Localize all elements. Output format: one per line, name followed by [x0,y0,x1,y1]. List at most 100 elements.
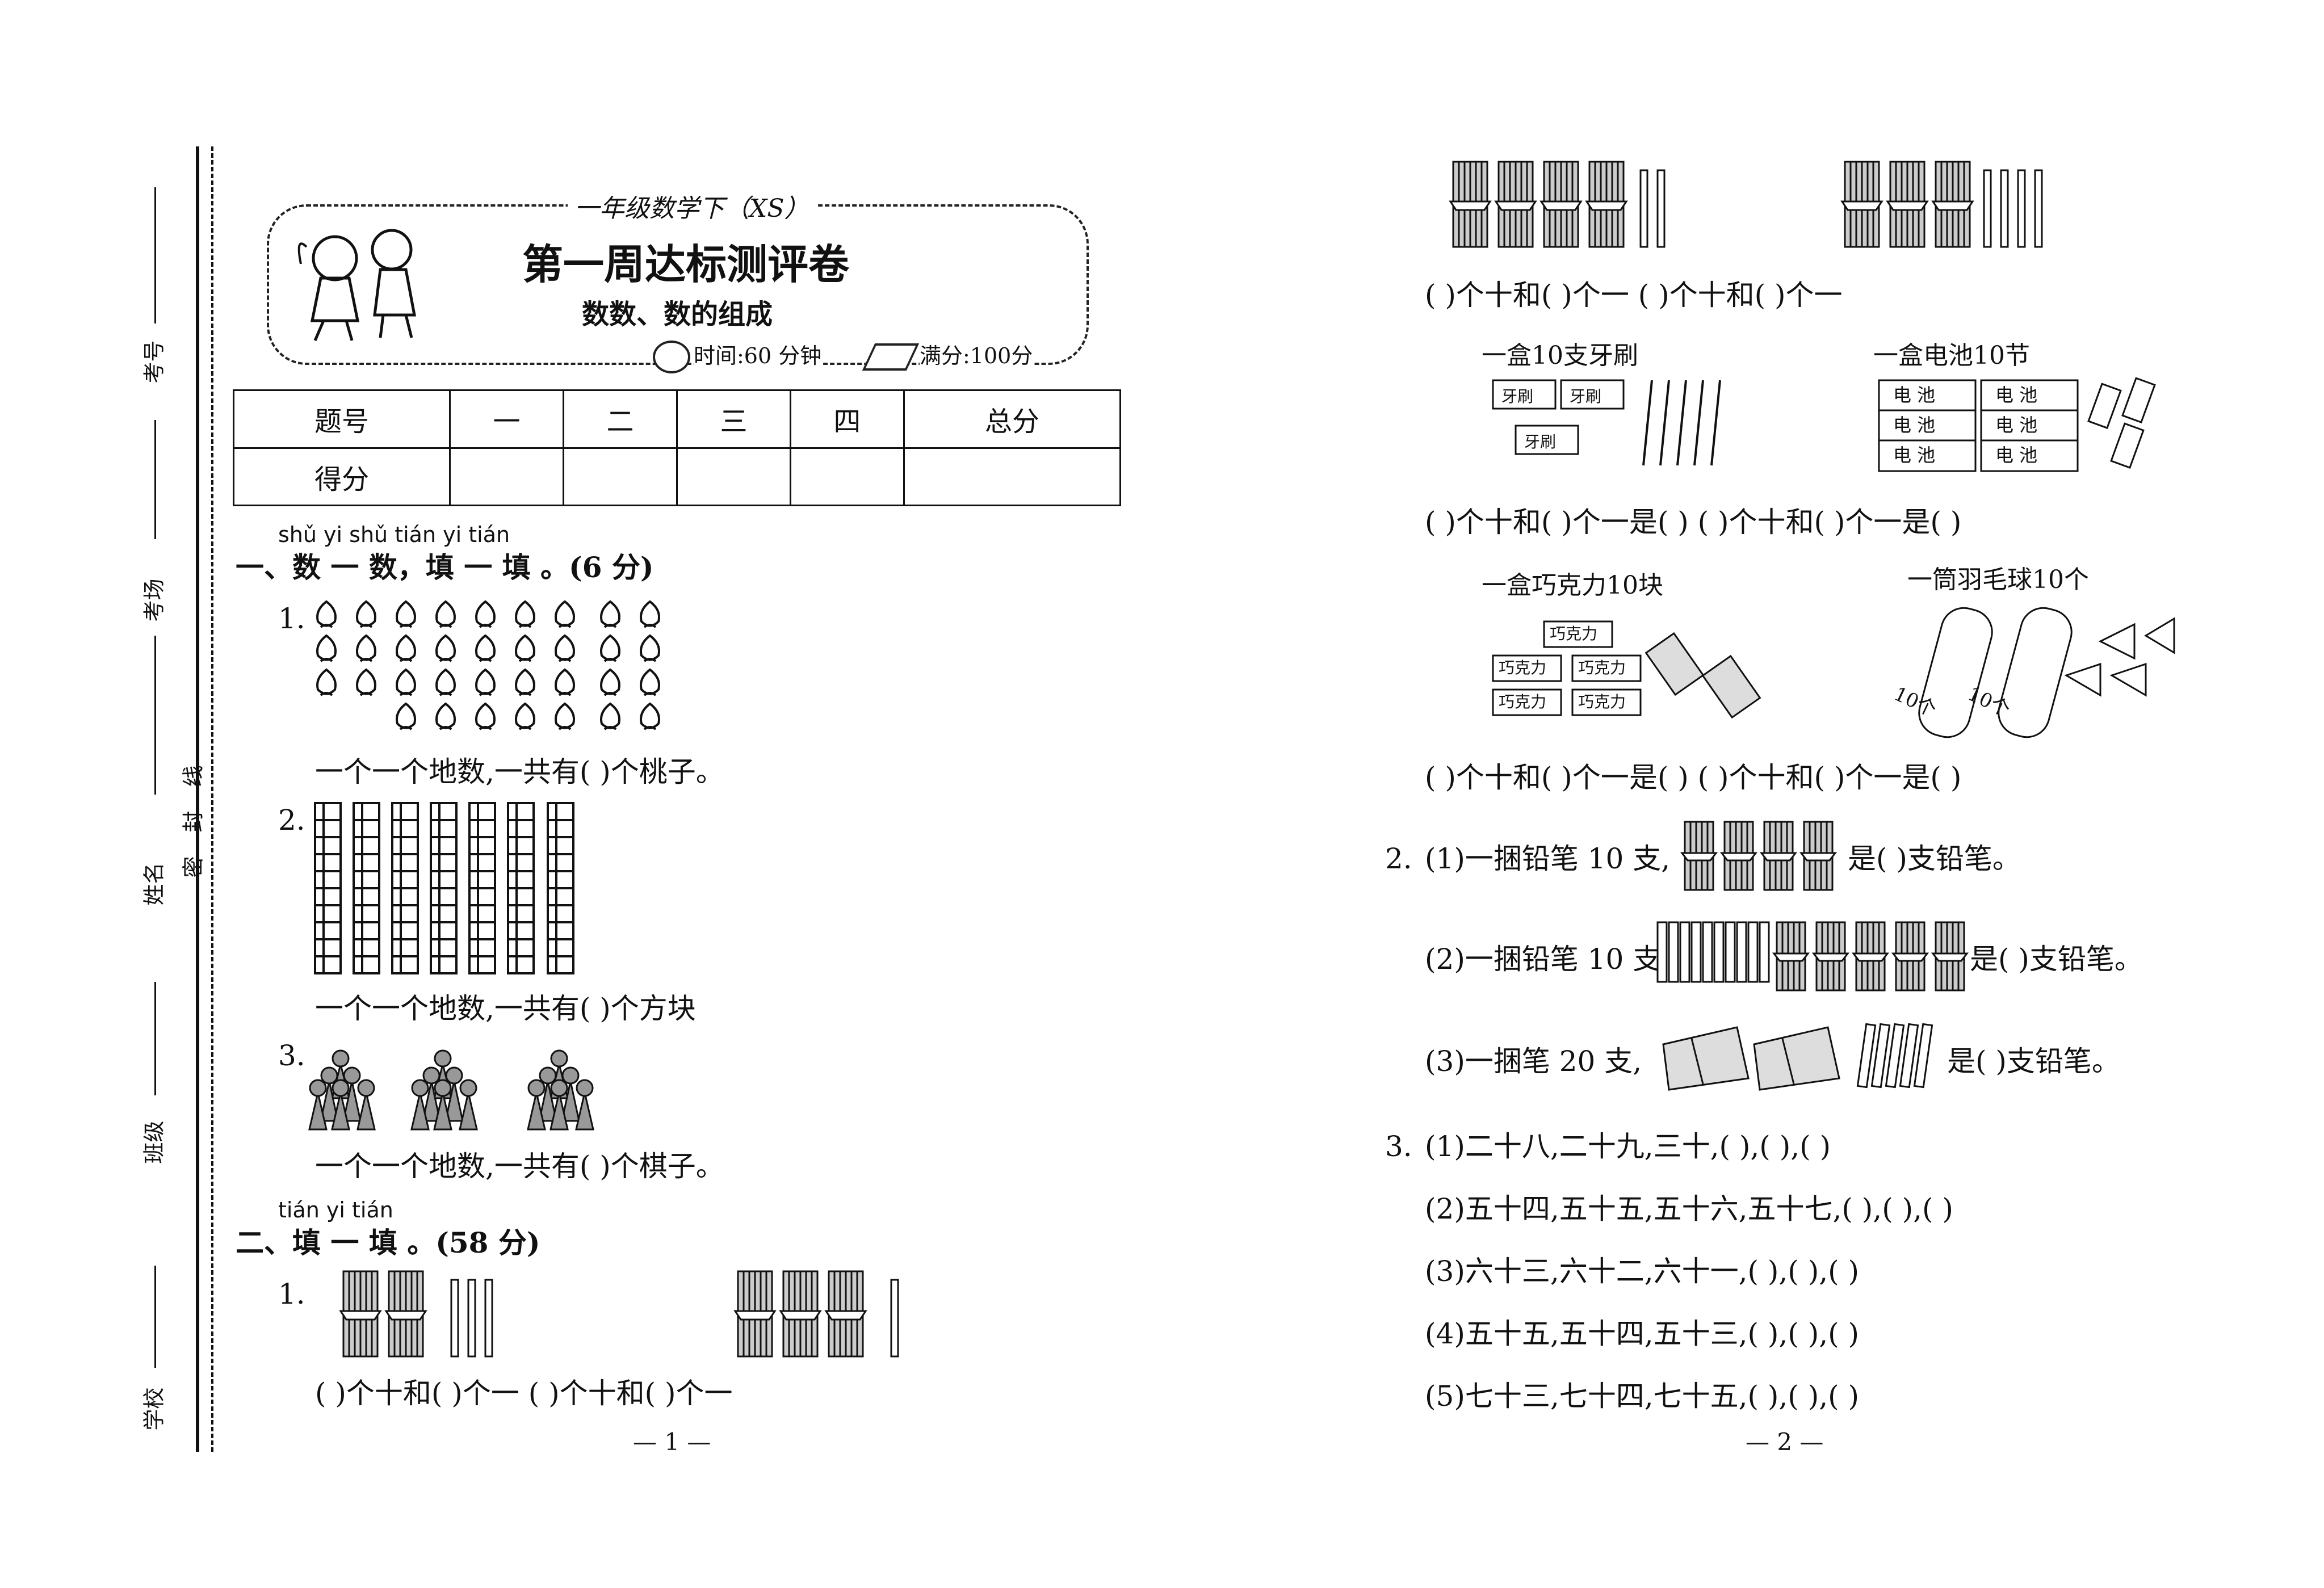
sticks-bundle-icon [1449,161,1666,248]
battery-label: 一盒电池10节 [1873,341,2030,370]
pencil-bundle-icon [1680,821,1836,891]
cube-columns-illustration [314,802,574,974]
page-subtitle: 数数、数的组成 [582,299,773,330]
battery-box-label: 电 池 [1893,384,1936,406]
chocolate-box-label: 巧克力 [1578,692,1626,711]
score-header-cell: 总分 [903,389,1122,449]
battery-box-label: 电 池 [1995,414,2038,436]
section2-q1-row2: ( )个十和( )个一 ( )个十和( )个一 [1425,279,1843,312]
section1-title: 一、数 一 数，填 一 填 。(6 分) [236,551,654,584]
peaches-illustration [316,600,660,730]
q1-number: 1. [278,602,305,635]
score-header-cell: 四 [789,389,905,449]
score-header-cell: 三 [676,389,791,449]
section2-q1-row4: ( )个十和( )个一是( ) ( )个十和( )个一是( ) [1425,761,1962,794]
kids-illustration [297,229,417,341]
q2-part3-text: (3)一捆笔 20 支, [1425,1045,1642,1078]
q2-number: 2. [278,804,305,837]
pencils-loose-icon [1856,1023,1933,1089]
q2-part1-text: (1)一捆铅笔 10 支, [1425,842,1671,875]
xuexiao-label: 学校 [141,1387,167,1431]
score-input-cell[interactable] [676,447,791,506]
section2-q1-row1: ( )个十和( )个一 ( )个十和( )个一 [315,1377,733,1410]
pencils-loose-icon [1656,921,1770,983]
score-input-cell[interactable] [563,447,678,506]
section2-q1-row3: ( )个十和( )个一是( ) ( )个十和( )个一是( ) [1425,506,1962,539]
page-number-2: — 2 — [1746,1428,1824,1456]
toothbrush-boxes-illustration [1492,379,1721,466]
section2-pinyin: tián yi tián [278,1198,393,1222]
seal-xian: 线 [181,765,206,787]
toothbrush-box-label: 牙刷 [1570,387,1602,406]
margin-solid-line [196,146,199,1452]
seal-feng: 封 [181,810,206,833]
kaohao-line [154,187,156,324]
full-score: 满分:100分 [920,343,1033,368]
q2-text: 一个一个地数,一共有( )个方块 [315,992,696,1025]
chocolate-label: 一盒巧克力10块 [1482,571,1663,600]
q3-item: (5)七十三,七十四,七十五,( ),( ),( ) [1425,1380,1860,1413]
chess-pieces-illustration [308,1049,594,1131]
kaochang-line-top [154,420,156,539]
q3-item: (4)五十五,五十四,五十三,( ),( ),( ) [1425,1317,1860,1350]
section1-pinyin: shǔ yi shǔ tián yi tián [278,522,510,547]
q3-item: (3)六十三,六十二,六十一,( ),( ),( ) [1425,1255,1860,1288]
shuttlecock-label: 一筒羽毛球10个 [1907,565,2089,594]
q2-part2-answer: 是( )支铅笔。 [1970,943,2143,976]
battery-boxes-illustration [1878,377,2156,472]
chocolate-box-label: 巧克力 [1499,692,1547,711]
score-header-cell: 一 [449,389,564,449]
xuexiao-line-top [154,1266,156,1368]
q3-text: 一个一个地数,一共有( )个棋子。 [315,1150,724,1183]
q2-number: 2. [1385,842,1412,875]
score-input-cell[interactable] [789,447,905,506]
pen-bundle-icon [1662,1026,1840,1091]
q1-text: 一个一个地数,一共有( )个桃子。 [315,755,724,788]
q2-part2-text: (2)一捆铅笔 10 支 [1425,943,1662,976]
q3-item: (2)五十四,五十五,五十六,五十七,( ),( ),( ) [1425,1192,1953,1225]
score-input-cell[interactable] [903,447,1122,506]
toothbrush-label: 一盒10支牙刷 [1482,341,1638,370]
sticks-bundle-icon [1841,161,2043,248]
sticks-bundle-icon [734,1270,899,1358]
clock-icon [653,341,690,373]
shuttlecock-tubes-illustration [1918,607,2175,738]
xingming-label: 姓名 [141,862,167,906]
section2-title: 二、填 一 填 。(58 分) [236,1226,540,1259]
chocolate-box-label: 巧克力 [1499,658,1547,677]
banji-label: 班级 [141,1120,167,1164]
exam-time: 时间:60 分钟 [694,343,822,368]
q3-item: (1)二十八,二十九,三十,( ),( ),( ) [1425,1130,1831,1163]
sticks-bundle-icon [339,1270,493,1358]
toothbrush-box-label: 牙刷 [1501,387,1534,406]
chocolate-boxes-illustration [1492,620,1761,719]
score-header-cell: 题号 [232,389,451,449]
score-table-header-row: 题号 一 二 三 四 总分 [232,389,1122,449]
battery-box-label: 电 池 [1893,414,1936,436]
kaochang-label: 考场 [141,578,167,622]
battery-box-label: 电 池 [1995,444,2038,466]
series-title: 一年级数学下（XS） [568,196,816,221]
margin-dashed-line [211,146,213,1452]
xingming-line-top [154,709,156,795]
q2-part1-answer: 是( )支铅笔。 [1848,842,2021,875]
banji-line-top [154,982,156,1095]
q2-part3-answer: 是( )支铅笔。 [1947,1045,2120,1078]
kaochang-line [154,636,156,761]
score-input-cell[interactable] [449,447,564,506]
page-number-1: — 1 — [633,1428,711,1456]
battery-box-label: 电 池 [1893,444,1936,466]
chocolate-box-label: 巧克力 [1578,658,1626,677]
q3-number: 3. [1385,1130,1412,1163]
toothbrush-box-label: 牙刷 [1524,432,1557,451]
kaohao-label: 考号 [141,340,167,384]
q3-number: 3. [278,1039,305,1072]
score-table-score-row: 得分 [232,447,1122,506]
battery-box-label: 电 池 [1995,384,2038,406]
pencil-bundle-icon [1773,921,1968,992]
score-row-label: 得分 [232,447,451,506]
section2-q1-number: 1. [278,1278,305,1310]
seal-mi: 密 [181,856,206,878]
score-table: 题号 一 二 三 四 总分 得分 [232,389,1122,506]
score-header-cell: 二 [563,389,678,449]
